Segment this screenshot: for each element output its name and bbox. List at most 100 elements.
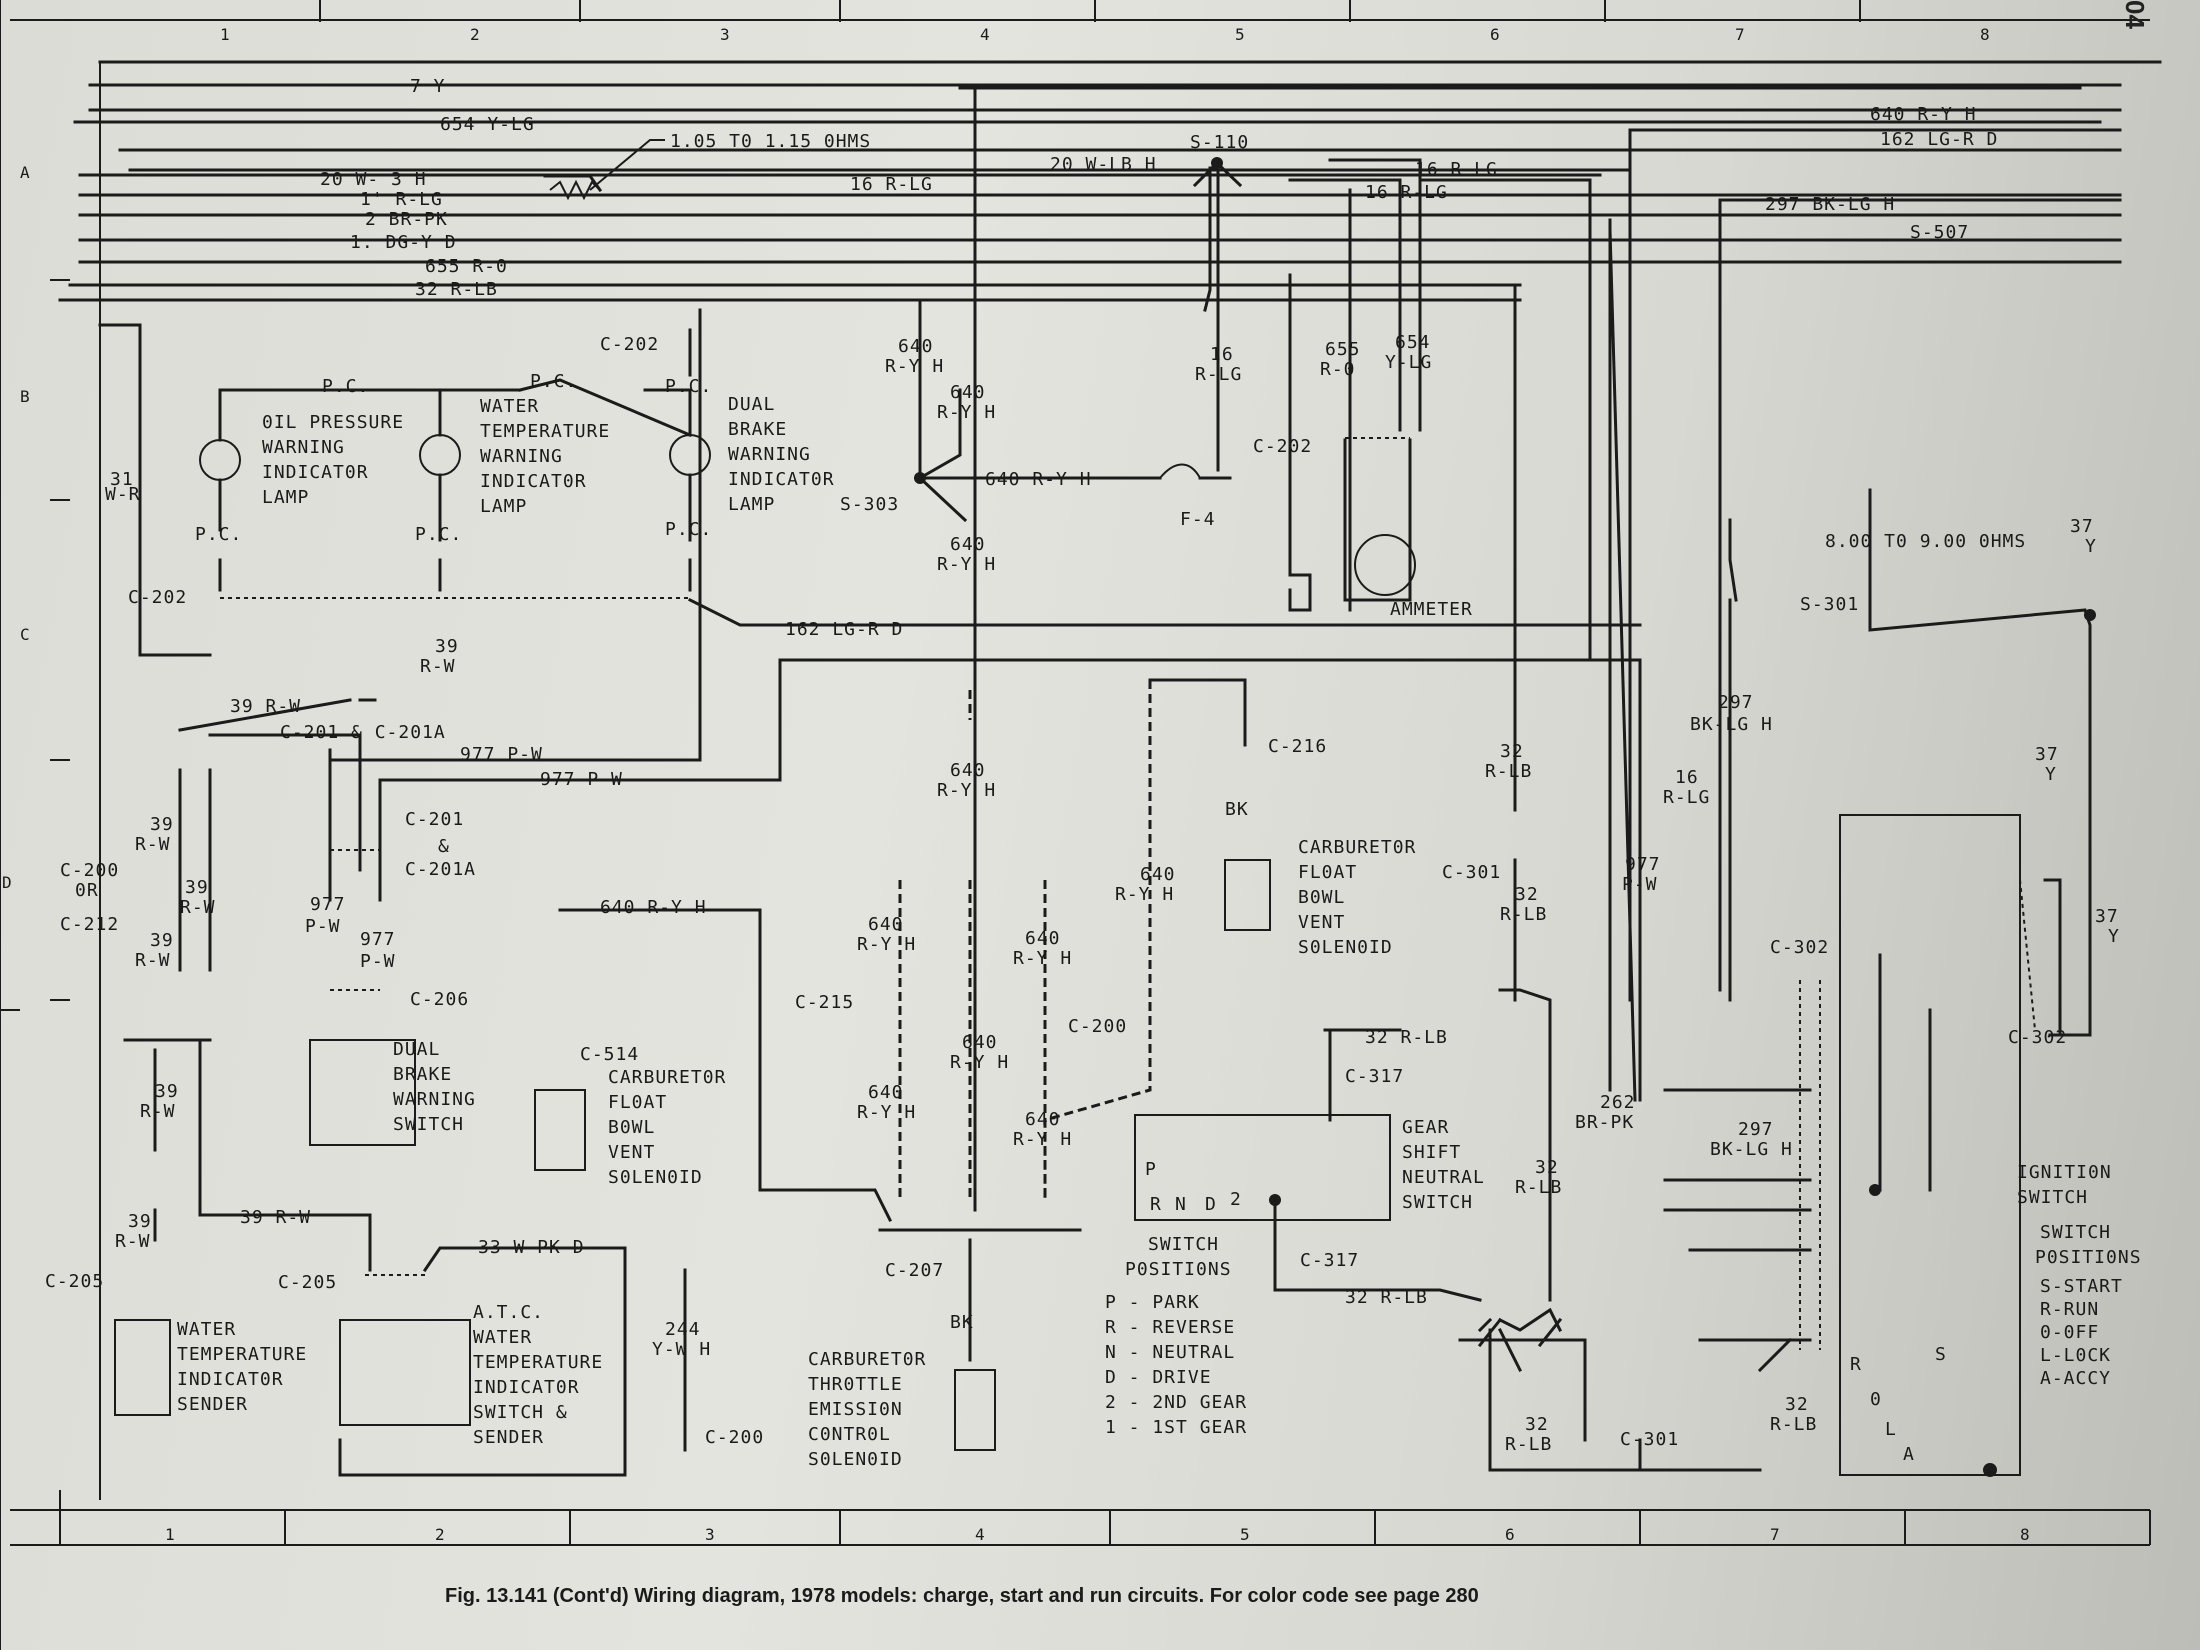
label-w640: 640 xyxy=(868,914,904,935)
row-label-D: D xyxy=(2,873,13,892)
wire-label: 16 R-LG xyxy=(1415,159,1498,180)
carburetor-bowl-vent-solenoid-right-label-line-1: FL0AT xyxy=(1298,862,1357,883)
label-w39: 39 xyxy=(150,814,174,835)
ignition-switch-label-line-1: SWITCH xyxy=(2017,1187,2088,1208)
bus-wire-label: 2 BR-PK xyxy=(365,209,448,230)
label-w640ryh: 640 R-Y H xyxy=(985,469,1092,490)
gear-position-item: 2 - 2ND GEAR xyxy=(1105,1392,1247,1413)
row-label-A: A xyxy=(20,163,31,182)
label-c200or: C-200 xyxy=(60,860,119,881)
column-label-top-5: 5 xyxy=(1235,25,1246,44)
label-c202: C-202 xyxy=(128,587,187,608)
wire-label: 20 W-LB H xyxy=(1050,154,1157,175)
label-pc: P.C. xyxy=(530,371,577,392)
label-rlg: R-LG xyxy=(1195,364,1242,385)
water-temp-sender-label-line-2: INDICAT0R xyxy=(177,1369,284,1390)
row-label-B: B xyxy=(20,387,31,406)
label-c301: C-301 xyxy=(1620,1429,1679,1450)
gear-shift-switch-label-line-2: NEUTRAL xyxy=(1402,1167,1485,1188)
throttle-solenoid-label-line-2: EMISSI0N xyxy=(808,1399,903,1420)
page-corner-number: 04 xyxy=(2120,0,2150,29)
label-pc: P.C. xyxy=(415,524,462,545)
label-w640: 640 xyxy=(1025,928,1061,949)
label-w32rlb: 32 R-LB xyxy=(1345,1287,1428,1308)
label-w31: 31 xyxy=(110,469,134,490)
water-temp-lamp-label-line-4: LAMP xyxy=(480,496,527,517)
label-rlg: R-LG xyxy=(1663,787,1710,808)
label-c200: C-200 xyxy=(705,1427,764,1448)
ignition-letter: L xyxy=(1885,1419,1897,1440)
label-ywh: Y-W H xyxy=(652,1339,711,1360)
label-ryh: R-Y H xyxy=(885,356,944,377)
brake-lamp-label-line-1: BRAKE xyxy=(728,419,787,440)
dual-brake-switch-label-line-3: SWITCH xyxy=(393,1114,464,1135)
label-w32: 32 xyxy=(1500,741,1524,762)
figure-caption: Fig. 13.141 (Cont'd) Wiring diagram, 197… xyxy=(445,1585,1479,1607)
oil-pressure-lamp-label-line-3: LAMP xyxy=(262,487,309,508)
carburetor-bowl-vent-solenoid-right-label-line-3: VENT xyxy=(1298,912,1345,933)
label-bklgh: BK-LG H xyxy=(1690,714,1773,735)
bus-wire-label: 32 R-LB xyxy=(415,279,498,300)
dual-brake-switch-label-line-0: DUAL xyxy=(393,1039,440,1060)
splice-label: S-507 xyxy=(1910,222,1969,243)
label-r0: R-0 xyxy=(1320,359,1356,380)
carburetor-bowl-vent-solenoid-left-label-line-2: B0WL xyxy=(608,1117,655,1138)
label-rlb: R-LB xyxy=(1485,761,1532,782)
ignition-position-item: L-L0CK xyxy=(2040,1345,2111,1366)
carburetor-bowl-vent-solenoid-right-label-line-4: S0LEN0ID xyxy=(1298,937,1393,958)
label-w32: 32 xyxy=(1515,884,1539,905)
water-temp-lamp-label-line-3: INDICAT0R xyxy=(480,471,587,492)
label-w640: 640 xyxy=(950,760,986,781)
label-c206: C-206 xyxy=(410,989,469,1010)
gear-position-item: N - NEUTRAL xyxy=(1105,1342,1235,1363)
label-w640: 640 xyxy=(898,336,934,357)
brake-lamp-label-line-2: WARNING xyxy=(728,444,811,465)
label-c317: C-317 xyxy=(1345,1066,1404,1087)
ignition-position-item: A-ACCY xyxy=(2040,1368,2111,1389)
label-w640: 640 xyxy=(950,534,986,555)
brake-lamp-label-line-3: INDICAT0R xyxy=(728,469,835,490)
ignition-letter: R xyxy=(1850,1354,1862,1375)
column-label-top-3: 3 xyxy=(720,25,731,44)
label-w640ryh: 640 R-Y H xyxy=(600,897,707,918)
gear-shift-switch-label-line-1: SHIFT xyxy=(1402,1142,1461,1163)
atc-switch-sender-label-line-2: TEMPERATURE xyxy=(473,1352,603,1373)
label-w640: 640 xyxy=(962,1032,998,1053)
label-w977: 977 P-W xyxy=(460,744,543,765)
label-amp: & xyxy=(438,836,450,857)
label-w640: 640 xyxy=(868,1082,904,1103)
label-w654: 654 xyxy=(1395,332,1431,353)
label-c212: C-212 xyxy=(60,914,119,935)
gear-letter: R xyxy=(1150,1194,1162,1215)
column-label-top-4: 4 xyxy=(980,25,991,44)
label-w977pw: 977 xyxy=(1625,854,1661,875)
label-c201: C-201 & C-201A xyxy=(280,722,446,743)
label-bk: BK xyxy=(1225,799,1249,820)
label-w39: 39 xyxy=(155,1081,179,1102)
label-w262: 262 xyxy=(1600,1092,1636,1113)
label-c202: C-202 xyxy=(600,334,659,355)
label-c207: C-207 xyxy=(885,1260,944,1281)
column-label-bottom-2: 2 xyxy=(435,1525,446,1544)
label-w39: 39 xyxy=(150,930,174,951)
label-rlb: R-LB xyxy=(1505,1434,1552,1455)
gear-letter: 2 xyxy=(1230,1189,1242,1210)
throttle-solenoid-label-line-3: C0NTR0L xyxy=(808,1424,891,1445)
oil-pressure-lamp-label-line-1: WARNING xyxy=(262,437,345,458)
gear-shift-switch-label-line-0: GEAR xyxy=(1402,1117,1449,1138)
wire-label: 16 R-LG xyxy=(850,174,933,195)
water-temp-sender-label-line-0: WATER xyxy=(177,1319,236,1340)
water-temp-lamp-label-line-1: TEMPERATURE xyxy=(480,421,610,442)
label-ryh: R-Y H xyxy=(950,1052,1009,1073)
ignition-letter: S xyxy=(1935,1344,1947,1365)
gear-letter: N xyxy=(1175,1194,1187,1215)
carburetor-bowl-vent-solenoid-left-label-line-3: VENT xyxy=(608,1142,655,1163)
label-c302: C-302 xyxy=(1770,937,1829,958)
label-or: 0R xyxy=(75,880,99,901)
label-w297: 297 xyxy=(1738,1119,1774,1140)
label-rlb: R-LB xyxy=(1770,1414,1817,1435)
label-ryh: R-Y H xyxy=(937,554,996,575)
